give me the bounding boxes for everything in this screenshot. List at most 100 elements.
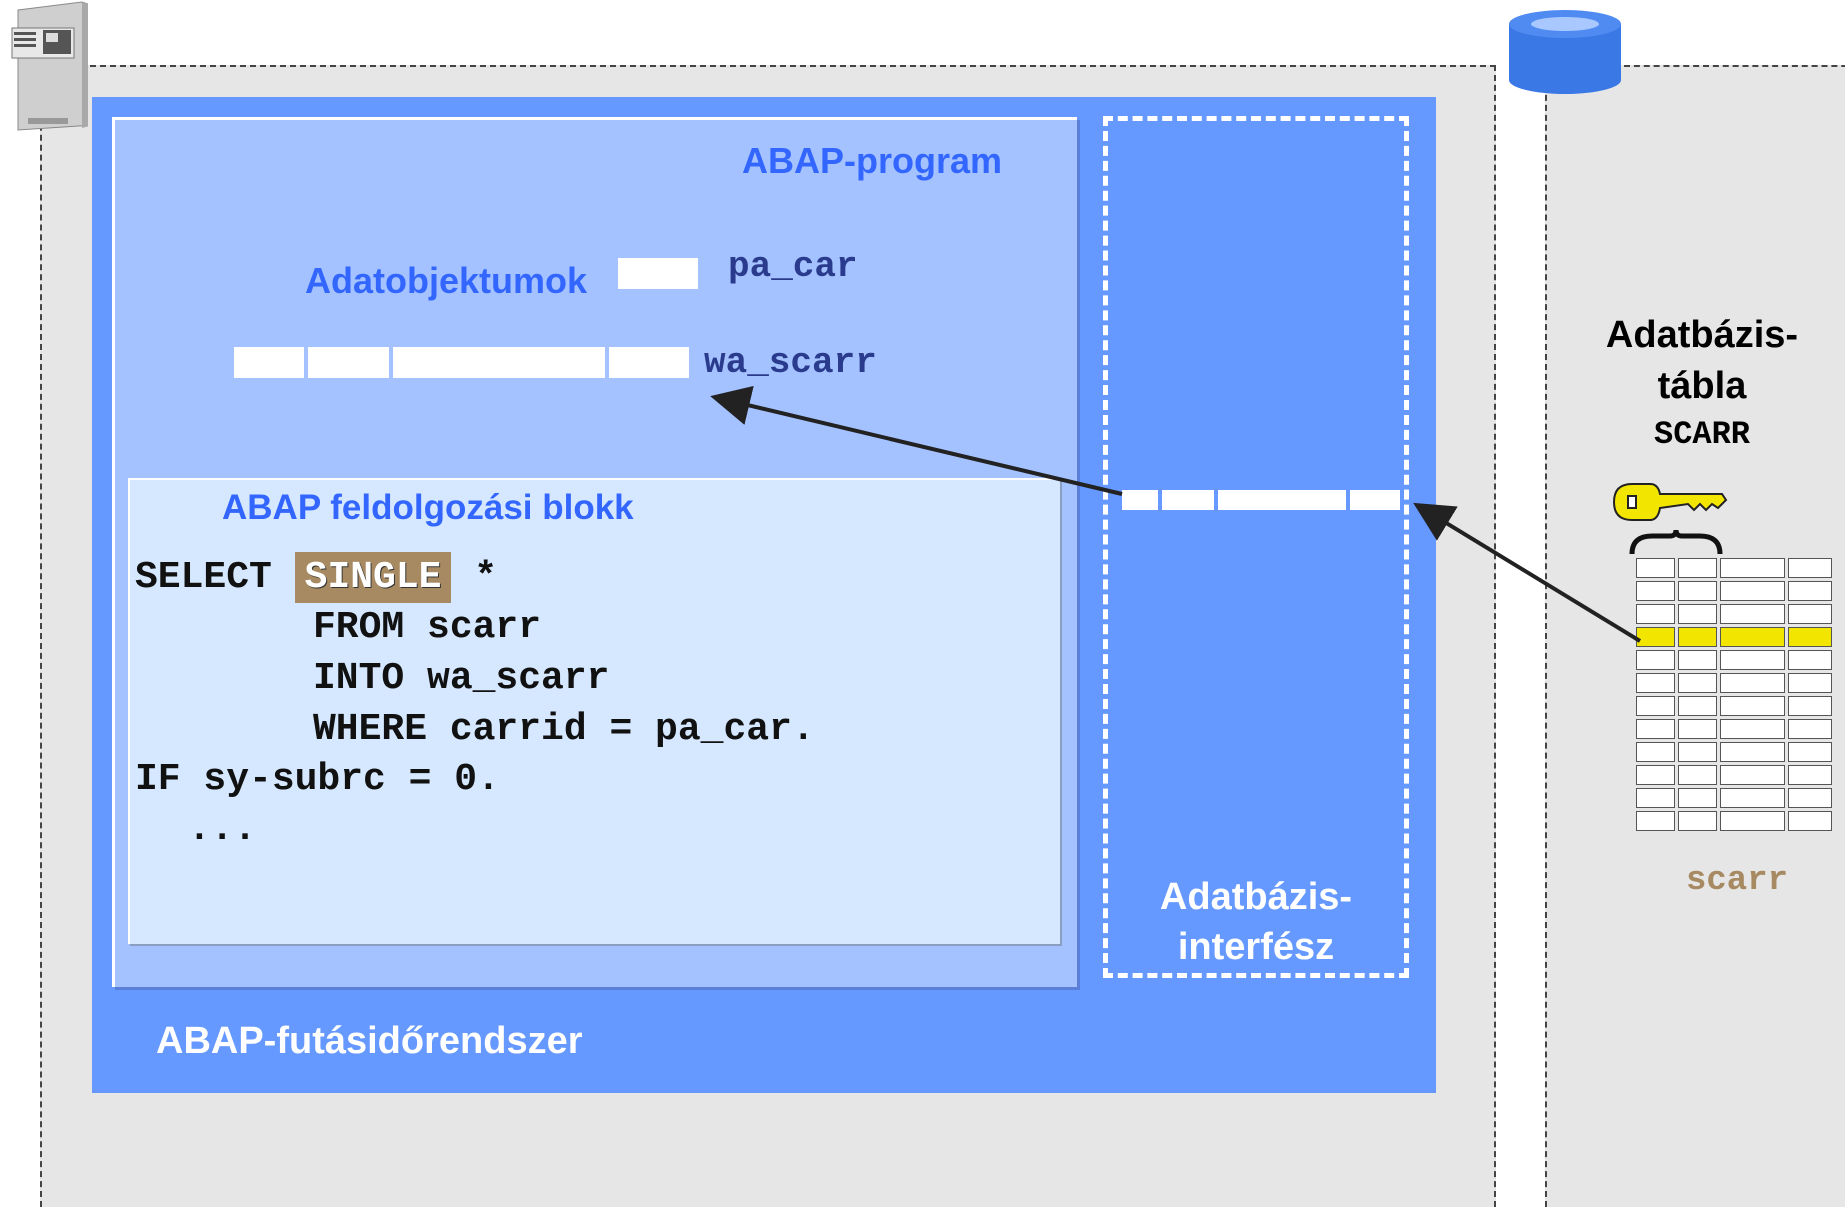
code-line-from: FROM scarr xyxy=(313,606,542,649)
processing-block-box xyxy=(128,478,1060,944)
wa-scarr-field xyxy=(234,347,304,378)
table-row xyxy=(1636,742,1832,762)
table-row xyxy=(1636,811,1832,831)
table-row xyxy=(1636,765,1832,785)
scarr-lower-label: scarr xyxy=(1686,862,1789,900)
table-cell xyxy=(1678,765,1717,785)
table-cell xyxy=(1678,558,1717,578)
buffer-cell xyxy=(1162,490,1214,510)
key-brace xyxy=(1629,529,1723,555)
table-row xyxy=(1636,650,1832,670)
buffer-cell xyxy=(1350,490,1400,510)
code-keyword-select: SELECT xyxy=(135,556,295,599)
pa-car-field xyxy=(618,258,698,289)
table-cell xyxy=(1788,719,1832,739)
table-cell xyxy=(1788,788,1832,808)
table-cell xyxy=(1788,742,1832,762)
table-cell xyxy=(1720,673,1785,693)
table-cell xyxy=(1678,581,1717,601)
db-interface-line1: Adatbázis- xyxy=(1159,876,1353,918)
key-icon xyxy=(1612,483,1728,521)
table-cell xyxy=(1788,581,1832,601)
code-line-where: WHERE carrid = pa_car. xyxy=(313,708,815,751)
table-cell xyxy=(1636,765,1675,785)
code-line-select: SELECT SINGLE * xyxy=(135,552,498,603)
db-table-line2: tábla xyxy=(1657,365,1747,407)
table-cell xyxy=(1678,811,1717,831)
code-line-into: INTO wa_scarr xyxy=(313,657,610,700)
table-cell xyxy=(1720,650,1785,670)
buffer-cell xyxy=(1122,490,1158,510)
table-cell xyxy=(1636,719,1675,739)
table-cell xyxy=(1788,627,1832,647)
table-cell xyxy=(1678,788,1717,808)
wa-scarr-field xyxy=(393,347,605,378)
table-cell xyxy=(1636,811,1675,831)
table-cell xyxy=(1720,811,1785,831)
table-cell xyxy=(1678,742,1717,762)
table-cell xyxy=(1636,558,1675,578)
table-cell xyxy=(1678,673,1717,693)
table-cell xyxy=(1720,765,1785,785)
code-line-if: IF sy-subrc = 0. xyxy=(135,758,500,801)
table-cell xyxy=(1788,604,1832,624)
table-cell xyxy=(1720,627,1785,647)
database-interface-box xyxy=(1103,116,1409,978)
database-icon xyxy=(1509,10,1621,94)
interface-buffer-row xyxy=(1122,490,1400,510)
table-cell xyxy=(1678,696,1717,716)
table-cell xyxy=(1636,696,1675,716)
table-cell xyxy=(1720,604,1785,624)
table-cell xyxy=(1678,627,1717,647)
table-cell xyxy=(1720,581,1785,601)
table-row xyxy=(1636,673,1832,693)
table-cell xyxy=(1788,673,1832,693)
table-row xyxy=(1636,696,1832,716)
wa-scarr-field xyxy=(609,347,689,378)
db-table-line1: Adatbázis- xyxy=(1605,314,1799,356)
table-cell xyxy=(1720,719,1785,739)
database-interface-label: Adatbázis- interfész xyxy=(1103,872,1409,972)
runtime-label: ABAP-futásidőrendszer xyxy=(156,1020,583,1062)
code-line-ellipsis: ... xyxy=(188,808,257,851)
table-cell xyxy=(1636,788,1675,808)
arrow-interface-to-wa xyxy=(710,385,1123,496)
table-cell xyxy=(1636,673,1675,693)
buffer-cell xyxy=(1218,490,1346,510)
program-label: ABAP-program xyxy=(742,140,1003,181)
pa-car-label: pa_car xyxy=(728,246,858,287)
table-cell xyxy=(1636,742,1675,762)
table-cell xyxy=(1788,696,1832,716)
table-cell xyxy=(1788,558,1832,578)
arrow-db-to-interface xyxy=(1413,502,1642,643)
processing-block-label: ABAP feldolgozási blokk xyxy=(222,488,634,527)
selected-table-row xyxy=(1636,627,1832,647)
single-highlight: SINGLE xyxy=(294,552,452,603)
database-table-label: Adatbázis- tábla xyxy=(1570,310,1834,412)
table-row xyxy=(1636,719,1832,739)
table-cell xyxy=(1678,604,1717,624)
code-star: * xyxy=(451,556,498,599)
server-icon xyxy=(11,1,88,131)
table-cell xyxy=(1678,719,1717,739)
table-row xyxy=(1636,788,1832,808)
table-row xyxy=(1636,581,1832,601)
table-cell xyxy=(1720,696,1785,716)
database-table-grid xyxy=(1636,558,1832,831)
table-cell xyxy=(1678,650,1717,670)
table-cell xyxy=(1636,581,1675,601)
table-cell xyxy=(1788,765,1832,785)
table-cell xyxy=(1788,650,1832,670)
data-objects-label: Adatobjektumok xyxy=(305,260,588,301)
table-cell xyxy=(1720,558,1785,578)
db-interface-line2: interfész xyxy=(1177,926,1335,968)
wa-scarr-field xyxy=(308,347,389,378)
table-cell xyxy=(1720,788,1785,808)
table-row xyxy=(1636,604,1832,624)
table-cell xyxy=(1720,742,1785,762)
arrows-layer xyxy=(710,385,1642,643)
table-cell xyxy=(1636,650,1675,670)
table-cell xyxy=(1788,811,1832,831)
wa-scarr-label: wa_scarr xyxy=(704,342,877,383)
table-row xyxy=(1636,558,1832,578)
